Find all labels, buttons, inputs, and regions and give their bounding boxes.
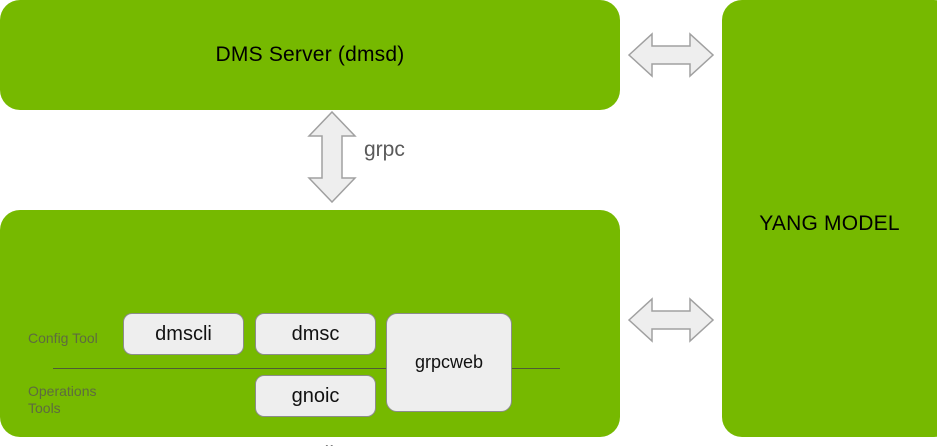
- dms-server-panel[interactable]: DMS Server (dmsd): [0, 0, 620, 110]
- operations-tools-group-label: Operations Tools: [28, 383, 97, 416]
- dms-server-title: DMS Server (dmsd): [215, 43, 405, 66]
- yang-model-panel[interactable]: YANG MODEL: [722, 0, 937, 437]
- tool-box-dmsc[interactable]: dmsc: [255, 313, 376, 355]
- tool-box-dmscli[interactable]: dmscli: [123, 313, 244, 355]
- grpc-connector-label: grpc: [364, 138, 405, 161]
- tool-box-gnoic[interactable]: gnoic: [255, 375, 376, 417]
- double-arrow-horizontal-icon: [628, 297, 714, 343]
- yang-model-title: YANG MODEL: [759, 212, 900, 235]
- tools-group-divider: [53, 368, 560, 369]
- double-arrow-vertical-icon: [307, 111, 357, 203]
- tool-box-grpcweb[interactable]: grpcweb: [386, 313, 512, 412]
- dms-client-title: DMS Client: [0, 443, 620, 446]
- config-tool-group-label: Config Tool: [28, 330, 98, 346]
- double-arrow-horizontal-icon: [628, 32, 714, 78]
